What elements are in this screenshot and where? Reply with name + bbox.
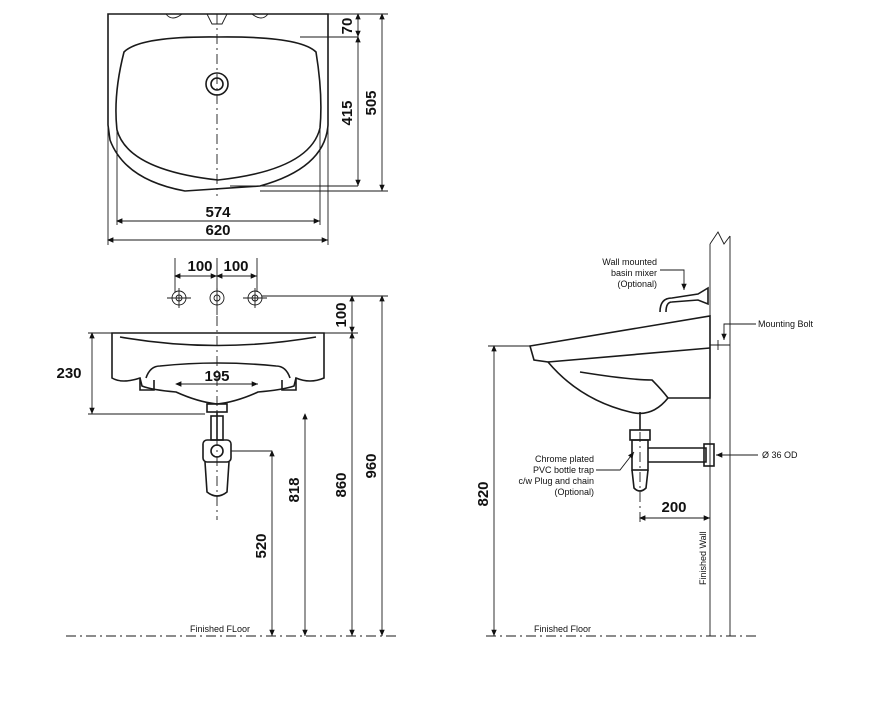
label-trap-line1: Chrome plated — [535, 454, 594, 464]
tap-right — [243, 288, 267, 308]
tap-hole-right — [251, 13, 269, 19]
basin-leg-left — [139, 378, 155, 391]
basin-bowl-outline — [115, 36, 322, 181]
dim-trap-height: 520 — [253, 533, 270, 558]
tap-center — [209, 288, 225, 315]
label-mixer-line1: Wall mounted — [602, 257, 657, 267]
dim-side-rim-height: 820 — [475, 481, 492, 506]
label-mixer-line2: basin mixer — [611, 268, 657, 278]
basin-side-bowl — [579, 371, 669, 399]
front-floor-label: Finished FLoor — [190, 624, 250, 634]
basin-leg-right — [281, 378, 297, 391]
label-trap-line4: (Optional) — [554, 487, 594, 497]
dim-tap-spacing-right: 100 — [223, 258, 248, 275]
dim-total-depth: 505 — [363, 90, 380, 115]
dim-tap-spacing-left: 100 — [187, 258, 212, 275]
basin-side-rim — [547, 347, 711, 363]
side-floor-label: Finished Floor — [534, 624, 591, 634]
dim-rim-height: 860 — [333, 472, 350, 497]
label-mounting-bolt: Mounting Bolt — [758, 319, 814, 329]
tap-hole-left — [165, 13, 183, 19]
label-trap-line3: c/w Plug and chain — [518, 476, 594, 486]
top-view: 70 415 505 574 620 — [107, 13, 388, 245]
label-finished-wall: Finished Wall — [698, 531, 708, 585]
dim-projection: 200 — [661, 499, 686, 516]
dim-total-width: 620 — [205, 222, 230, 239]
basin-bowl-bottom — [145, 362, 291, 379]
dim-top-gap: 70 — [339, 18, 356, 35]
side-bottle-trap — [629, 412, 715, 492]
label-od: Ø 36 OD — [762, 450, 798, 460]
side-view: Finished Wall Wall mounted basin mixer (… — [475, 231, 814, 637]
label-trap-line2: PVC bottle trap — [533, 465, 594, 475]
wall-mixer — [659, 286, 709, 313]
dim-waste-height: 818 — [286, 477, 303, 502]
basin-rim-curve — [119, 336, 317, 347]
basin-top-outline — [107, 13, 329, 192]
dim-bowl-depth: 415 — [339, 100, 356, 125]
dim-bowl-width: 574 — [205, 204, 231, 221]
dim-tap-height: 100 — [333, 302, 350, 327]
basin-side-outline — [528, 315, 711, 415]
front-view: 100 100 — [56, 258, 396, 637]
bottle-trap — [202, 403, 272, 497]
label-mixer-line3: (Optional) — [617, 279, 657, 289]
dim-tap-total-height: 960 — [363, 453, 380, 478]
dim-basin-height: 230 — [56, 365, 81, 382]
tap-left — [167, 288, 191, 308]
wall-break — [709, 231, 731, 245]
